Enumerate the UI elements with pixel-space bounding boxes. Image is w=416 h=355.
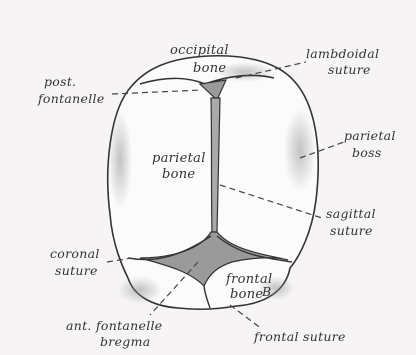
ant-fontanelle-label-2: bregma xyxy=(100,334,150,349)
lambdoidal-label-2: suture xyxy=(328,62,371,77)
artist-signature: B xyxy=(261,284,272,299)
coronal-label-1: coronal xyxy=(50,246,100,261)
parietal-bone-label-1: parietal xyxy=(152,151,206,166)
frontal-suture-label: frontal suture xyxy=(253,329,346,344)
sagittal-label-1: sagittal xyxy=(326,206,376,221)
lambdoidal-label-1: lambdoidal xyxy=(306,46,379,61)
frontal-bone-label-2: bone xyxy=(230,287,263,302)
parietal-boss-label-1: parietal xyxy=(344,128,396,143)
post-fontanelle-label-1: post. xyxy=(44,74,76,89)
sagittal-label-2: suture xyxy=(330,223,373,238)
coronal-label-2: suture xyxy=(55,263,98,278)
occipital-bone-label: bone xyxy=(193,61,226,76)
occipital-label: occipital xyxy=(170,43,229,58)
parietal-bone-label-2: bone xyxy=(162,167,195,182)
post-fontanelle-label-2: fontanelle xyxy=(37,91,105,106)
parietal-boss-label-2: boss xyxy=(352,145,382,160)
ant-fontanelle-label-1: ant. fontanelle xyxy=(66,318,163,333)
